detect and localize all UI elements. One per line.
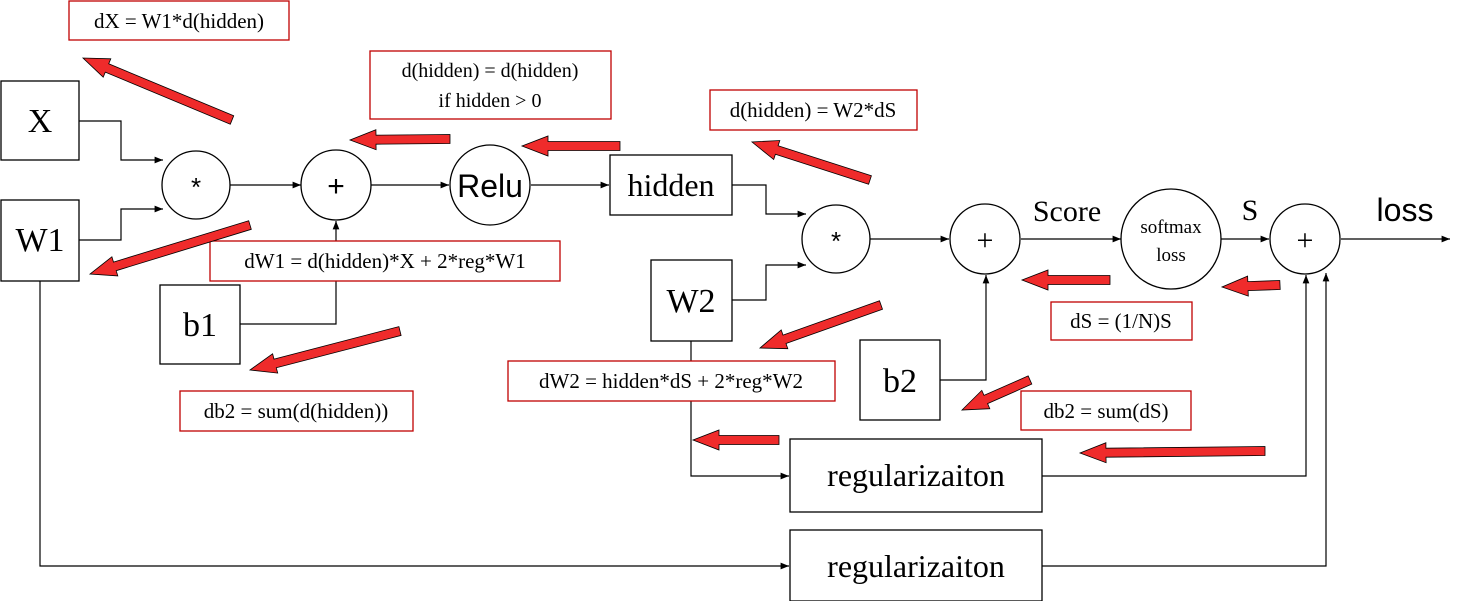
note-db2-text: db2 = sum(dS) xyxy=(1043,399,1168,423)
node-mul2-label: * xyxy=(831,226,841,256)
wire-w1-to-mul1 xyxy=(79,205,163,241)
node-b1: b1 xyxy=(159,284,241,365)
node-w2: W2 xyxy=(650,259,733,342)
node-mul1: * xyxy=(161,150,231,220)
node-b1-label: b1 xyxy=(183,307,217,344)
grad-arrow-to-dx xyxy=(81,57,235,125)
note-dx: dX = W1*d(hidden) xyxy=(68,0,290,41)
node-softmax-loss: softmax loss xyxy=(1120,188,1222,290)
note-db1: db2 = sum(d(hidden)) xyxy=(179,390,414,432)
note-dw1-text: dW1 = d(hidden)*X + 2*reg*W1 xyxy=(244,249,525,273)
grad-arrow-relu-to-add1 xyxy=(348,129,451,151)
grad-arrow-score-to-add2 xyxy=(1020,269,1111,291)
node-add1: + xyxy=(300,149,372,221)
gradient-arrows xyxy=(81,57,1281,464)
node-w1-label: W1 xyxy=(15,222,64,259)
node-add3: + xyxy=(1269,203,1341,275)
wire-w2-to-mul2 xyxy=(732,261,806,301)
wire-x-to-mul1 xyxy=(79,120,163,164)
node-softmax-label-line1: softmax xyxy=(1140,217,1202,238)
node-x-label: X xyxy=(28,103,53,140)
wire-hidden-to-mul2 xyxy=(732,184,806,218)
node-w1: W1 xyxy=(0,199,80,282)
wire-reg1-to-add3 xyxy=(1042,275,1310,477)
node-add2-label: + xyxy=(977,224,994,257)
node-add3-label: + xyxy=(1297,224,1314,257)
node-relu: Relu xyxy=(449,144,531,226)
node-mul2: * xyxy=(801,204,871,274)
node-hidden: hidden xyxy=(609,154,733,216)
note-dhidden-relu-line1: d(hidden) = d(hidden) xyxy=(402,60,579,82)
node-x: X xyxy=(0,80,80,161)
node-add2: + xyxy=(949,203,1021,275)
note-db1-text: db2 = sum(d(hidden)) xyxy=(204,399,388,423)
grad-arrow-to-dhidden xyxy=(750,140,872,185)
node-hidden-label: hidden xyxy=(627,167,714,203)
node-reg1: regularizaiton xyxy=(789,438,1043,513)
note-dhidden-w2: d(hidden) = W2*dS xyxy=(709,89,918,131)
wire-reg2-to-add3 xyxy=(1042,273,1330,567)
note-dw1: dW1 = d(hidden)*X + 2*reg*W1 xyxy=(209,240,561,282)
grad-arrow-to-b2 xyxy=(960,375,1033,411)
grad-arrow-to-b1 xyxy=(248,326,402,374)
node-reg2-label: regularizaiton xyxy=(827,548,1005,584)
grad-arrow-loss-to-softmax xyxy=(1220,275,1281,297)
grad-arrow-reg1-to-w2 xyxy=(691,429,780,451)
note-dhidden-relu-line2: if hidden > 0 xyxy=(439,90,542,112)
node-b2-label: b2 xyxy=(883,363,917,400)
note-dhidden-w2-text: d(hidden) = W2*dS xyxy=(730,98,897,122)
wire-w1-to-reg2 xyxy=(39,281,789,570)
node-relu-label: Relu xyxy=(457,168,523,204)
grad-arrow-to-w1 xyxy=(88,220,252,277)
edge-label-score: Score xyxy=(1033,195,1101,228)
node-softmax-label-line2: loss xyxy=(1156,245,1186,266)
node-add1-label: + xyxy=(327,170,345,203)
node-b2: b2 xyxy=(859,339,941,421)
grad-arrow-to-w2 xyxy=(758,300,884,350)
node-reg1-label: regularizaiton xyxy=(827,457,1005,493)
edge-label-loss: loss xyxy=(1377,192,1434,228)
grad-arrow-to-reg1 xyxy=(1078,442,1266,464)
note-ds: dS = (1/N)S xyxy=(1050,301,1193,341)
grad-arrow-hidden-to-relu xyxy=(520,135,621,157)
note-db2: db2 = sum(dS) xyxy=(1020,390,1192,431)
node-mul1-label: * xyxy=(191,172,201,202)
note-dw2: dW2 = hidden*dS + 2*reg*W2 xyxy=(507,360,836,402)
note-dhidden-relu: d(hidden) = d(hidden) if hidden > 0 xyxy=(369,50,612,120)
node-reg2: regularizaiton xyxy=(789,529,1043,601)
wires xyxy=(39,120,1450,570)
note-dw2-text: dW2 = hidden*dS + 2*reg*W2 xyxy=(539,369,803,393)
edge-label-s: S xyxy=(1242,194,1259,227)
node-w2-label: W2 xyxy=(666,283,715,320)
wire-b2-to-add2 xyxy=(940,275,990,381)
note-dx-text: dX = W1*d(hidden) xyxy=(94,9,264,33)
note-ds-text: dS = (1/N)S xyxy=(1070,309,1172,333)
